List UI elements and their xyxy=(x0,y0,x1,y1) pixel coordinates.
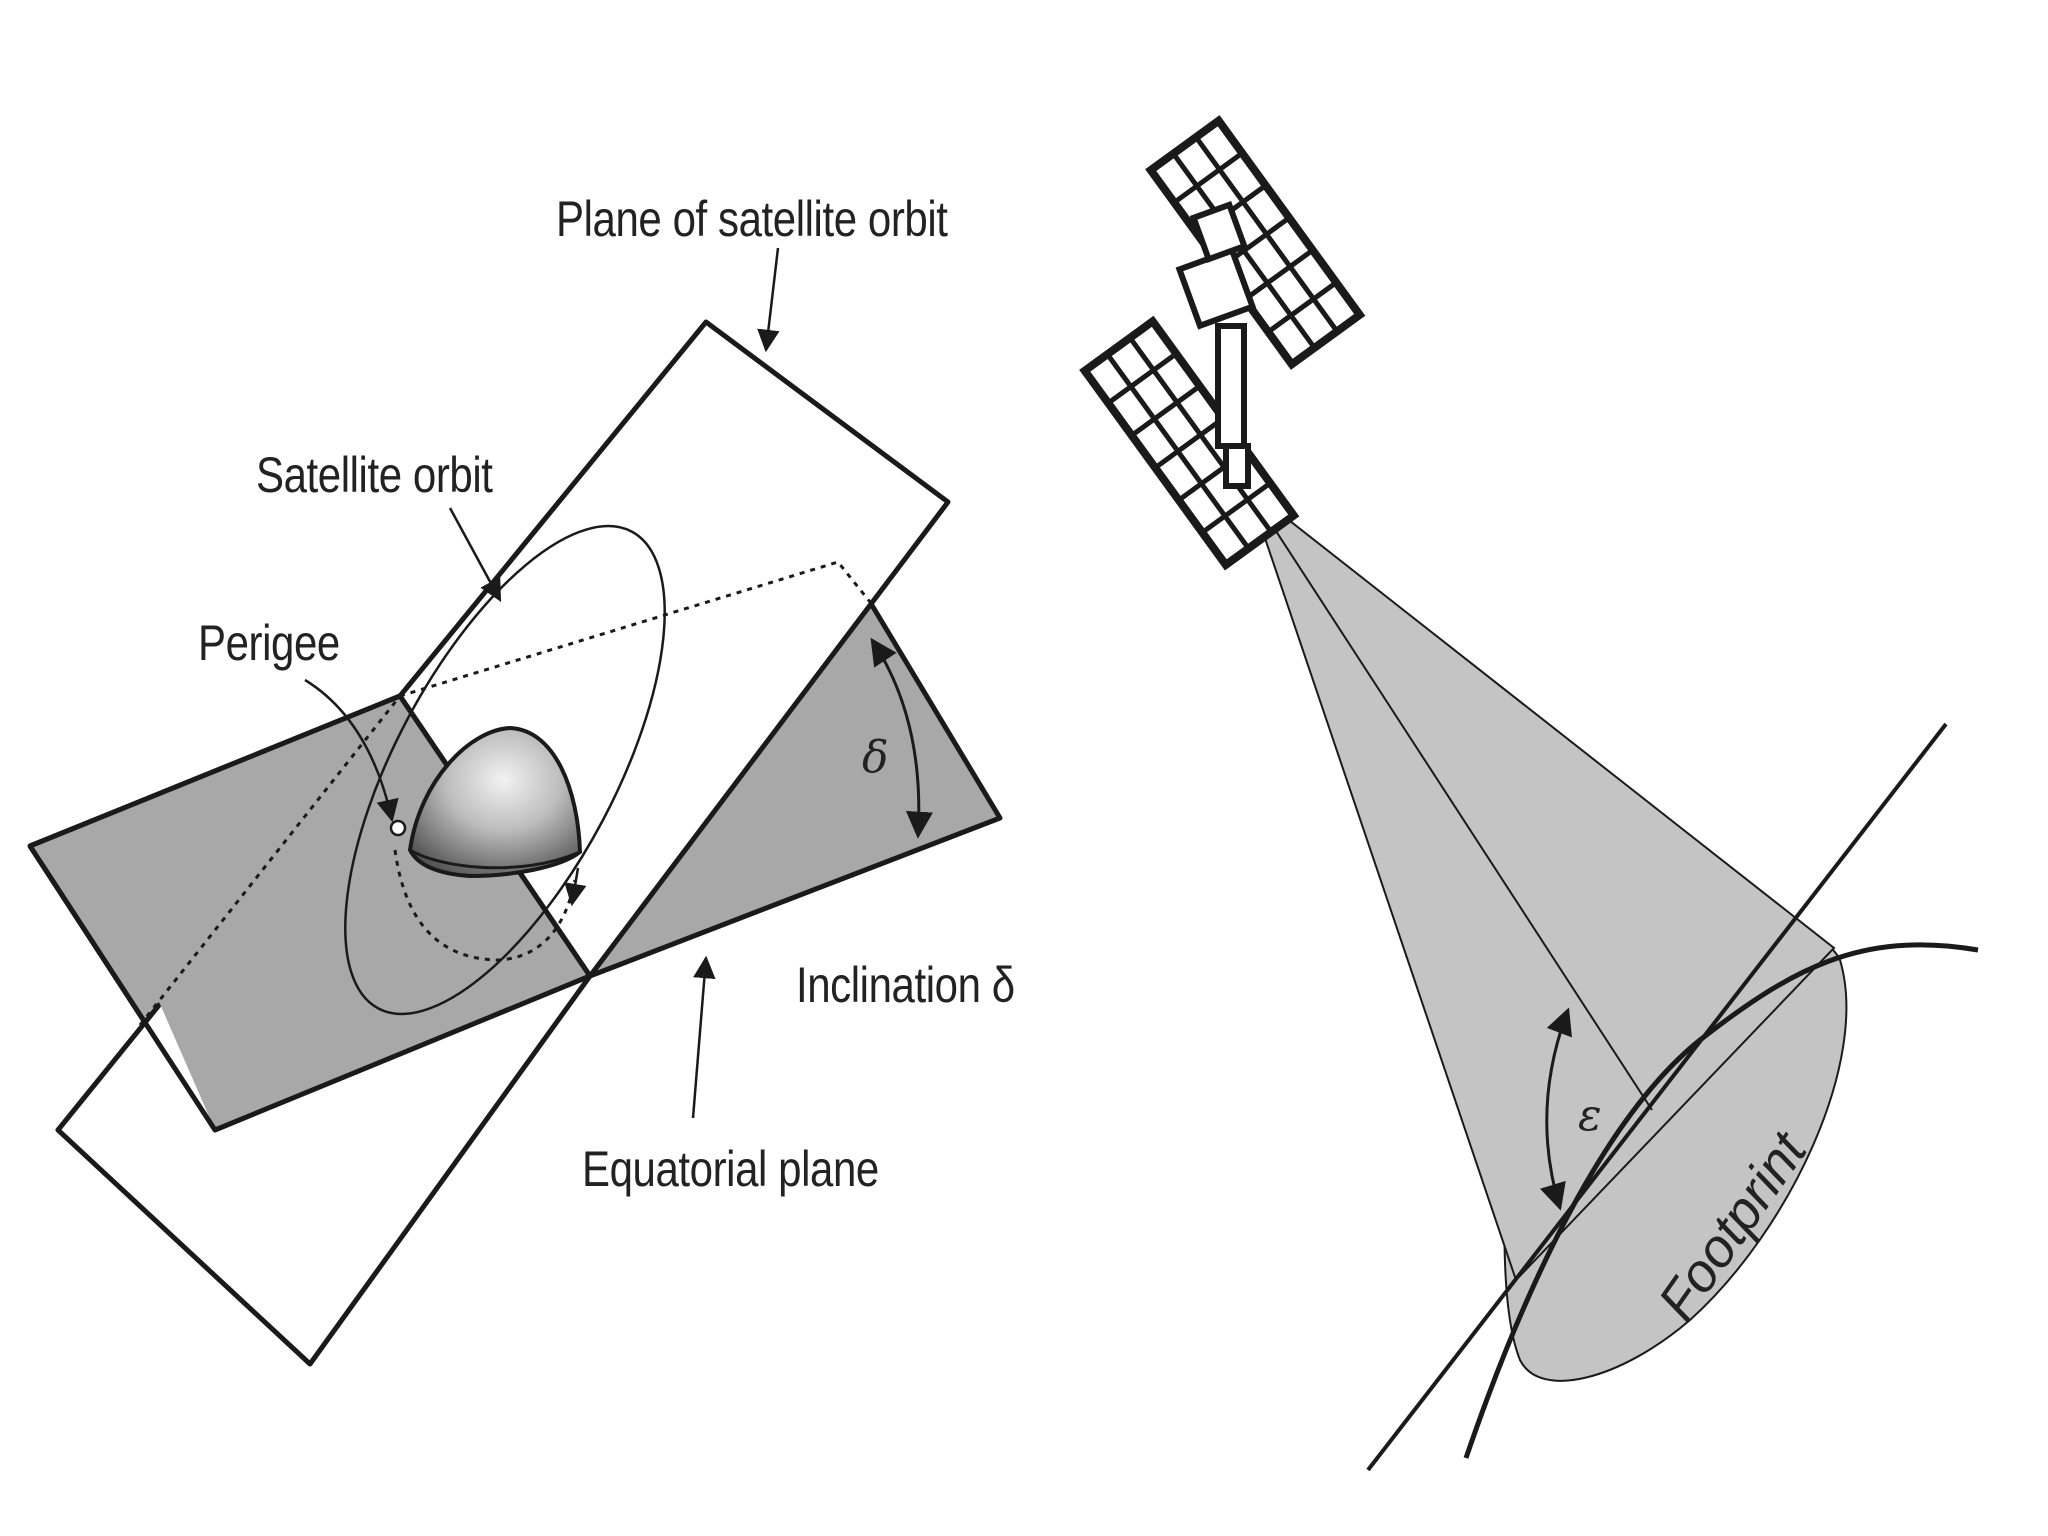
earth-surface-curve xyxy=(1463,942,1979,1459)
label-equatorial-plane: Equatorial plane xyxy=(582,1141,879,1197)
label-delta: δ xyxy=(862,732,889,783)
pointer-satellite-orbit xyxy=(448,507,502,602)
label-perigee: Perigee xyxy=(198,615,340,671)
earth-shape xyxy=(407,725,583,879)
satellite-orbit-ellipse xyxy=(344,524,666,1016)
label-epsilon: ε xyxy=(1578,1090,1602,1141)
beam-cone xyxy=(1245,485,1836,1282)
label-inclination: Inclination δ xyxy=(796,957,1015,1013)
pointer-equatorial-plane xyxy=(691,955,716,1119)
perigee-point xyxy=(389,819,407,837)
label-plane-of-orbit: Plane of satellite orbit xyxy=(556,191,948,247)
pointer-plane-of-orbit xyxy=(757,247,780,353)
elevation-arc xyxy=(1539,1007,1572,1211)
earth-tangent-line xyxy=(1366,722,1948,1472)
label-satellite-orbit: Satellite orbit xyxy=(256,447,493,503)
satellite-icon xyxy=(1079,115,1366,571)
inclination-arc xyxy=(870,637,933,839)
beam-centre-line xyxy=(1247,487,1653,1111)
pointer-perigee xyxy=(304,678,399,823)
